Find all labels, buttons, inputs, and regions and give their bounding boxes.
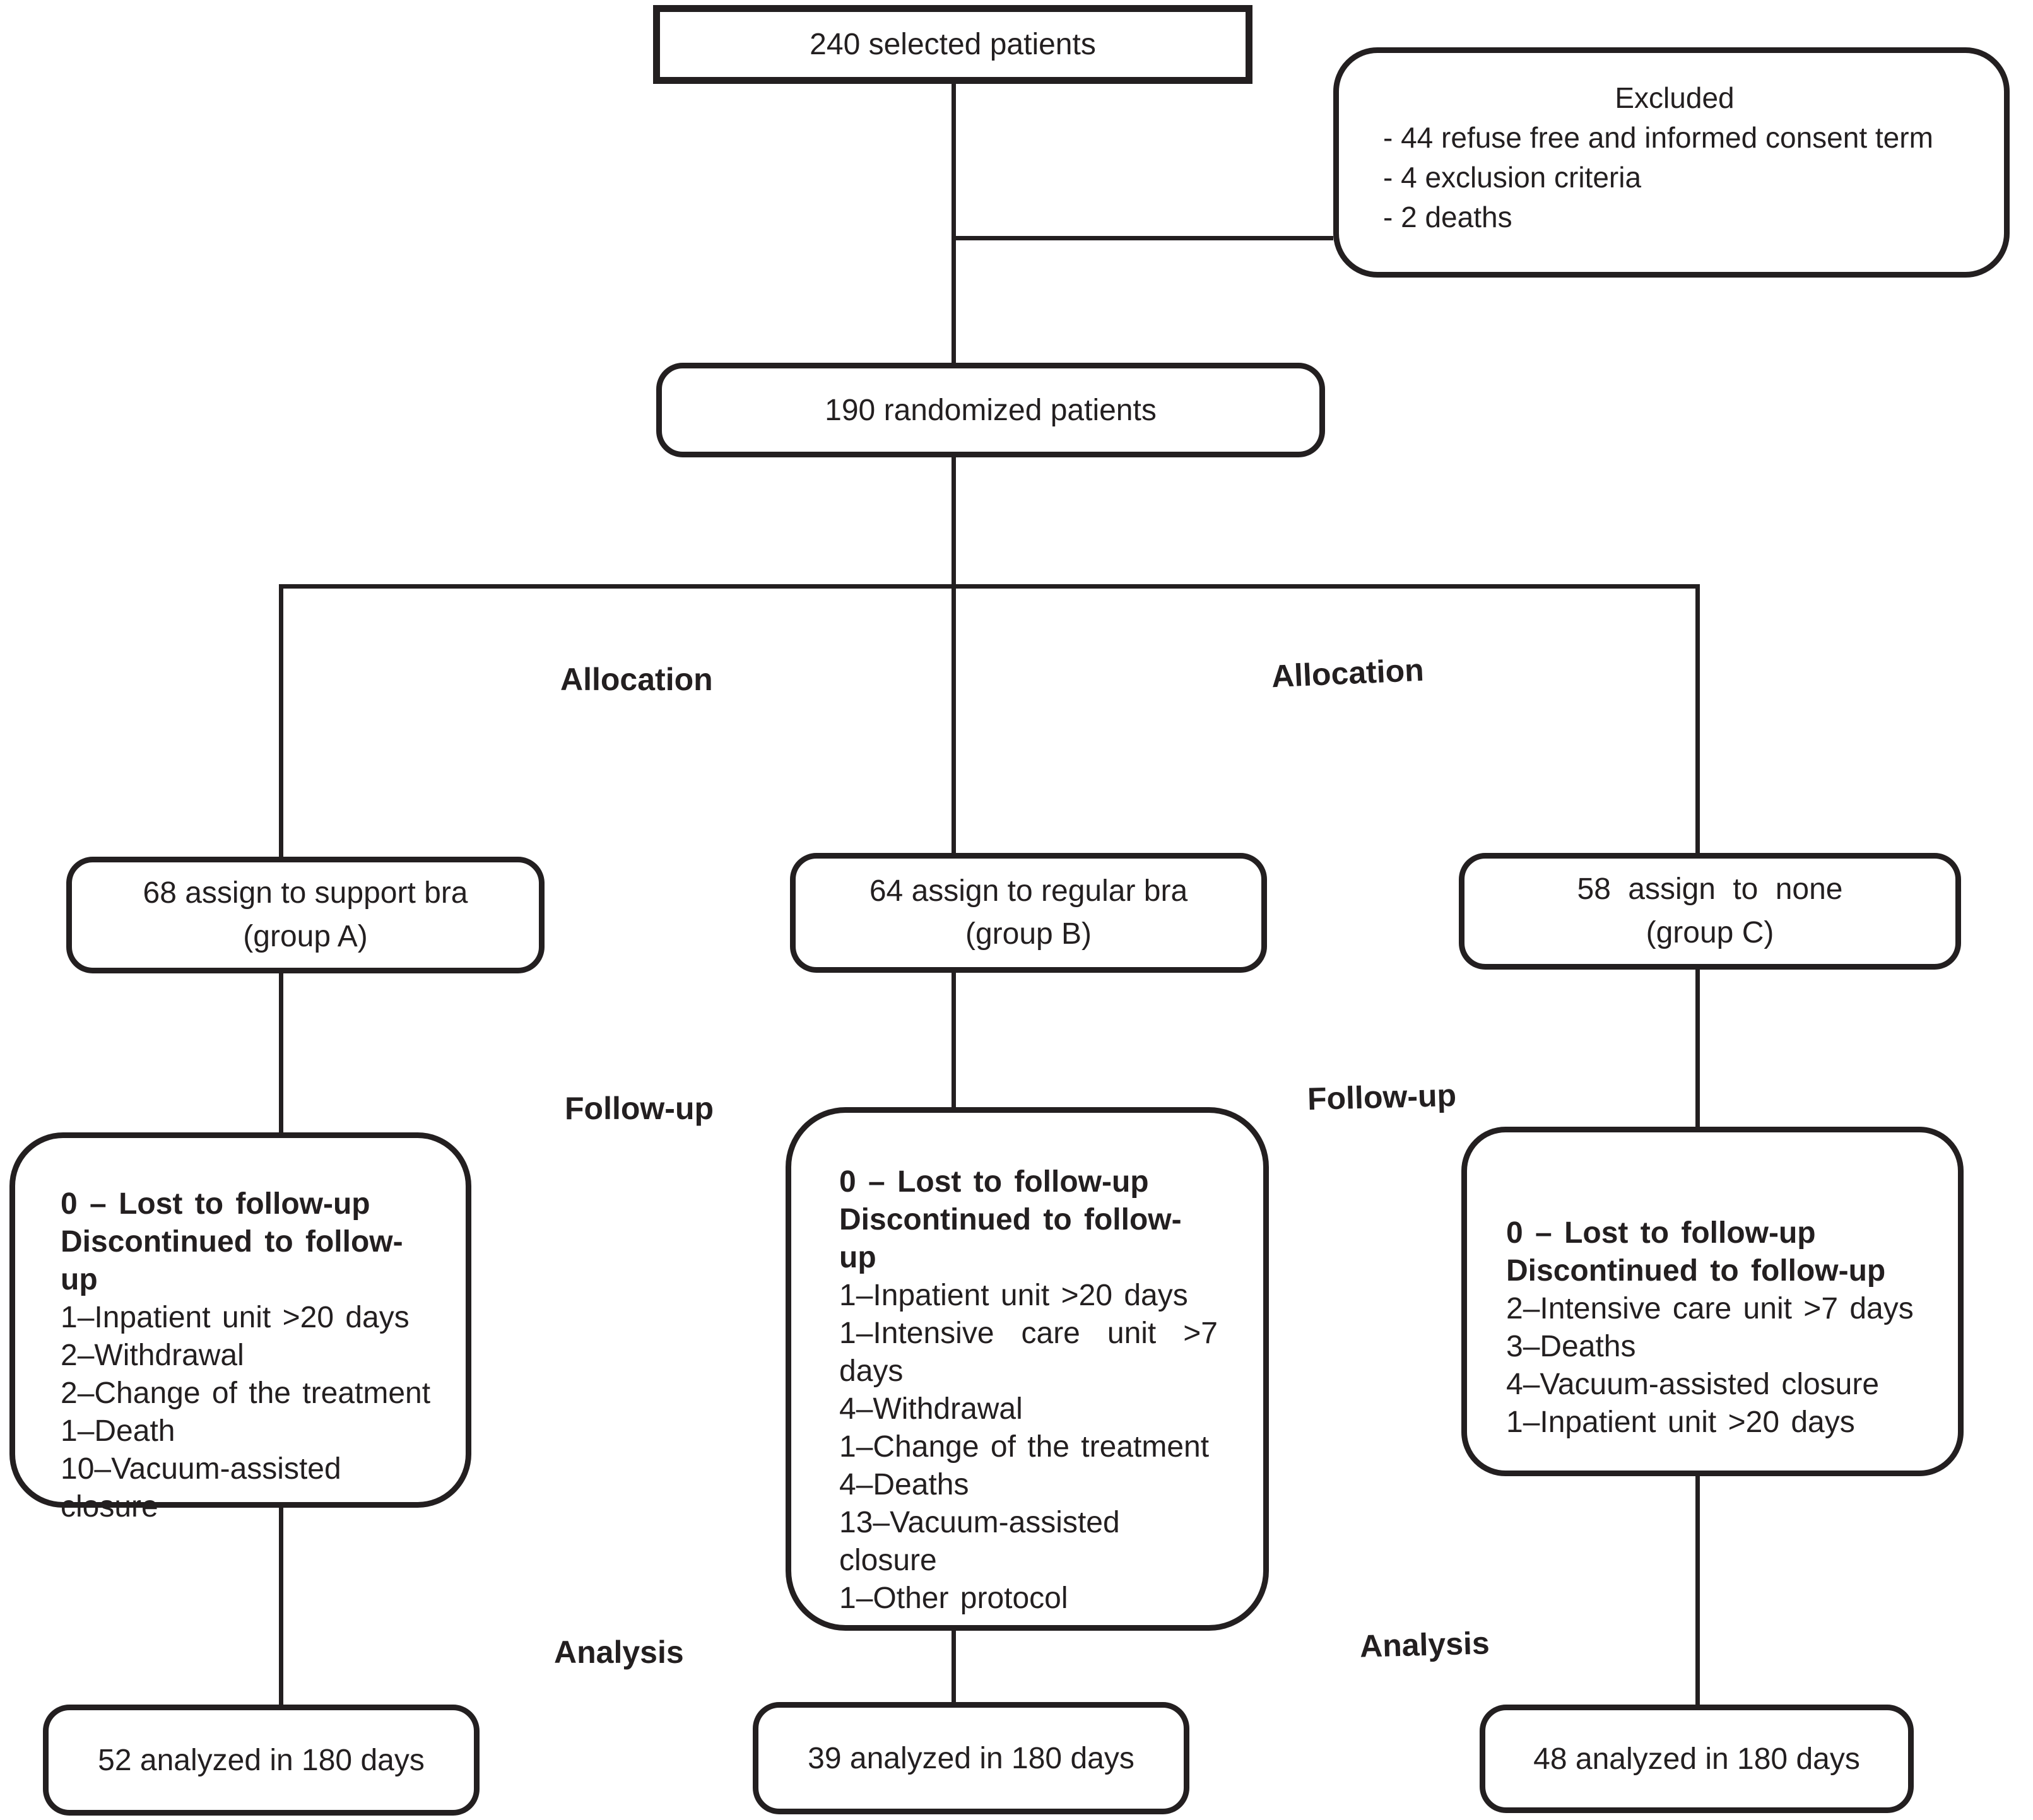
selected-patients-box: 240 selected patients bbox=[653, 5, 1252, 84]
followup-b-item: 13–Vacuum-assisted closure bbox=[839, 1506, 1120, 1577]
followup-c-item: 3–Deaths bbox=[1506, 1330, 1636, 1363]
followup-a-item: 2–Change of the treatment bbox=[61, 1377, 431, 1410]
connector-randomized-to-split bbox=[952, 457, 956, 587]
analysis-label-right: Analysis bbox=[1359, 1625, 1490, 1664]
excluded-box: Excluded - 44 refuse free and informed c… bbox=[1333, 47, 2010, 278]
followup-b-item: 1–Intensive care unit >7 days bbox=[839, 1317, 1218, 1388]
followup-group-a-box: 0 – Lost to follow-up Discontinued to fo… bbox=[9, 1132, 471, 1524]
followup-c-lost-header: 0 – Lost to follow-up bbox=[1506, 1216, 1816, 1250]
analysis-group-b-box: 39 analyzed in 180 days bbox=[753, 1702, 1189, 1814]
followup-group-c-box: 0 – Lost to follow-up Discontinued to fo… bbox=[1461, 1127, 1964, 1476]
followup-a-lost-header: 0 – Lost to follow-up bbox=[61, 1187, 370, 1221]
followup-b-item: 1–Inpatient unit >20 days bbox=[839, 1279, 1188, 1312]
split-horizontal-line bbox=[279, 584, 1700, 589]
allocation-b-line1: 64 assign to regular bra bbox=[869, 874, 1188, 908]
excluded-title: Excluded bbox=[1615, 81, 1735, 114]
followup-a-item: 1–Death bbox=[61, 1414, 175, 1448]
alloc-c-to-followup-line bbox=[1695, 968, 1700, 1129]
excluded-item: - 4 exclusion criteria bbox=[1383, 161, 1642, 194]
branch-b-line bbox=[952, 584, 956, 855]
branch-a-line bbox=[279, 584, 283, 859]
followup-group-b-box: 0 – Lost to follow-up Discontinued to fo… bbox=[786, 1107, 1269, 1631]
followup-b-item: 1–Other protocol bbox=[839, 1582, 1068, 1615]
followup-a-item: 10–Vacuum-assisted closure bbox=[61, 1452, 341, 1524]
allocation-c-line1: 58 assign to none bbox=[1577, 872, 1843, 907]
allocation-group-a-box: 68 assign to support bra (group A) bbox=[66, 857, 545, 973]
followup-a-to-analysis-line bbox=[279, 1506, 283, 1706]
allocation-label-left: Allocation bbox=[560, 662, 713, 697]
excluded-item: - 44 refuse free and informed consent te… bbox=[1383, 121, 1933, 154]
randomized-patients-box: 190 randomized patients bbox=[656, 363, 1325, 457]
followup-a-item: 1–Inpatient unit >20 days bbox=[61, 1301, 410, 1334]
followup-c-discontinued-header: Discontinued to follow-up bbox=[1506, 1254, 1886, 1288]
followup-a-discontinued-header: Discontinued to follow-up bbox=[61, 1225, 403, 1296]
followup-c-item: 1–Inpatient unit >20 days bbox=[1506, 1406, 1855, 1439]
followup-c-to-analysis-line bbox=[1695, 1474, 1700, 1706]
analysis-group-c-box: 48 analyzed in 180 days bbox=[1480, 1705, 1914, 1813]
followup-b-item: 1–Change of the treatment bbox=[839, 1430, 1210, 1464]
followup-b-item: 4–Withdrawal bbox=[839, 1392, 1023, 1426]
analysis-group-a-box: 52 analyzed in 180 days bbox=[43, 1705, 480, 1816]
allocation-label-right: Allocation bbox=[1270, 652, 1425, 695]
randomized-patients-text: 190 randomized patients bbox=[825, 393, 1157, 427]
alloc-a-to-followup-line bbox=[279, 972, 283, 1134]
allocation-group-b-box: 64 assign to regular bra (group B) bbox=[790, 853, 1267, 973]
selected-patients-text: 240 selected patients bbox=[810, 28, 1096, 61]
allocation-a-line2: (group A) bbox=[243, 919, 368, 953]
followup-b-discontinued-header: Discontinued to follow-up bbox=[839, 1203, 1182, 1274]
allocation-a-line1: 68 assign to support bra bbox=[143, 876, 468, 910]
followup-c-item: 4–Vacuum-assisted closure bbox=[1506, 1368, 1880, 1401]
allocation-c-line2: (group C) bbox=[1646, 915, 1774, 949]
followup-label-right: Follow-up bbox=[1307, 1077, 1457, 1117]
followup-b-to-analysis-line bbox=[952, 1629, 956, 1704]
followup-c-item: 2–Intensive care unit >7 days bbox=[1506, 1292, 1914, 1325]
connector-to-excluded bbox=[952, 236, 1333, 240]
alloc-b-to-followup-line bbox=[952, 971, 956, 1109]
analysis-b-text: 39 analyzed in 180 days bbox=[808, 1741, 1134, 1775]
followup-b-item: 4–Deaths bbox=[839, 1468, 969, 1501]
allocation-b-line2: (group B) bbox=[965, 917, 1092, 951]
followup-a-item: 2–Withdrawal bbox=[61, 1339, 244, 1372]
analysis-c-text: 48 analyzed in 180 days bbox=[1533, 1742, 1860, 1776]
analysis-a-text: 52 analyzed in 180 days bbox=[98, 1743, 425, 1777]
followup-label-left: Follow-up bbox=[565, 1091, 714, 1126]
excluded-item: - 2 deaths bbox=[1383, 201, 1512, 233]
connector-selected-to-randomized bbox=[952, 84, 956, 363]
followup-b-lost-header: 0 – Lost to follow-up bbox=[839, 1165, 1149, 1199]
allocation-group-c-box: 58 assign to none (group C) bbox=[1459, 853, 1961, 970]
branch-c-line bbox=[1695, 584, 1700, 855]
analysis-label-left: Analysis bbox=[554, 1635, 684, 1670]
